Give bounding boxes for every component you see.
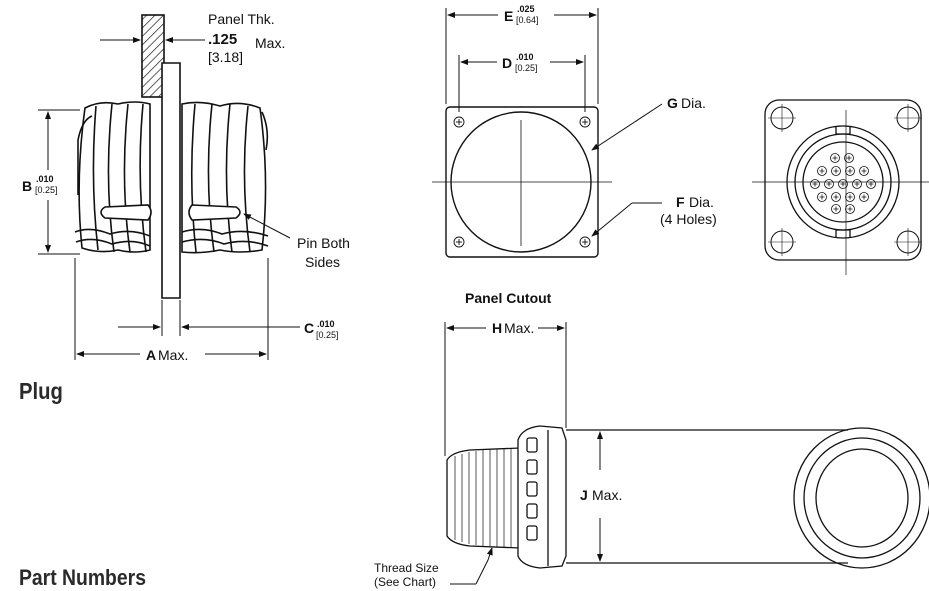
j-letter: J — [580, 487, 588, 503]
panel-section — [141, 14, 165, 98]
panel-thk-value: .125 — [208, 31, 237, 48]
g-text: Dia. — [681, 95, 706, 111]
a-letter: A — [146, 347, 156, 363]
contact-pin-mark — [826, 181, 832, 187]
d-tol: .010 — [516, 52, 534, 62]
contact-pin — [838, 179, 848, 189]
f-letter: F — [676, 194, 685, 210]
h-letter: H — [492, 320, 502, 336]
connector-side-view — [446, 425, 929, 569]
panel-thk-label: Panel Thk. — [208, 11, 275, 27]
contact-pin — [859, 192, 869, 202]
contact-pin-mark — [854, 181, 860, 187]
c-letter: C — [304, 320, 314, 336]
part-numbers-heading: Part Numbers — [19, 565, 146, 590]
plug-drawing — [74, 14, 269, 299]
contact-pin — [859, 166, 869, 176]
plug-heading: Plug — [19, 378, 63, 404]
a-max: Max. — [158, 347, 188, 363]
pin-left — [100, 204, 152, 221]
c-tol-metric: [0.25] — [316, 330, 339, 340]
f-holes: (4 Holes) — [660, 211, 717, 227]
cutout-dimensions — [445, 8, 663, 237]
e-tol: .025 — [517, 4, 535, 14]
contact-pin — [852, 179, 862, 189]
pin-line2: Sides — [305, 254, 340, 270]
b-letter: B — [22, 178, 32, 194]
contact-pin — [831, 166, 841, 176]
contact-pin — [866, 179, 876, 189]
contact-pin-mark — [868, 181, 874, 187]
contact-pin — [844, 153, 854, 163]
contact-pin-mark — [819, 194, 825, 200]
contact-pin-mark — [847, 194, 853, 200]
panel-cutout-heading: Panel Cutout — [465, 290, 552, 306]
contact-pin-mark — [861, 194, 867, 200]
e-letter: E — [504, 8, 513, 24]
contact-pin-mark — [833, 206, 839, 212]
contact-pin — [831, 204, 841, 214]
pin-line1: Pin Both — [297, 235, 350, 251]
d-tol-metric: [0.25] — [515, 63, 538, 73]
panel-cutout-drawing — [432, 106, 612, 258]
panel-thk-metric: [3.18] — [208, 49, 243, 65]
contact-pin-mark — [847, 206, 853, 212]
contact-pins — [810, 153, 876, 214]
contact-pin — [845, 192, 855, 202]
f-text: Dia. — [689, 194, 714, 210]
h-text: Max. — [504, 320, 534, 336]
contact-pin — [831, 192, 841, 202]
contact-pin — [830, 153, 840, 163]
panel-plate — [161, 62, 181, 299]
receptacle-front-view — [752, 99, 929, 275]
b-tol-metric: [0.25] — [35, 185, 58, 195]
contact-pin — [817, 166, 827, 176]
contact-pin-mark — [846, 155, 852, 161]
contact-pin-mark — [847, 168, 853, 174]
thread-body-left — [74, 101, 152, 253]
side-dimensions — [444, 322, 603, 585]
contact-pin-mark — [832, 155, 838, 161]
contact-pin — [810, 179, 820, 189]
b-tol: .010 — [36, 174, 54, 184]
j-text: Max. — [592, 487, 622, 503]
pin-right — [188, 204, 241, 221]
thread-line2: (See Chart) — [374, 575, 436, 589]
contact-pin-mark — [819, 168, 825, 174]
contact-pin — [817, 192, 827, 202]
contact-pin — [845, 204, 855, 214]
contact-pin-mark — [840, 181, 846, 187]
g-letter: G — [667, 95, 678, 111]
contact-pin-mark — [833, 194, 839, 200]
c-tol: .010 — [317, 319, 335, 329]
mount-hole-icons — [453, 116, 591, 248]
contact-pin-mark — [861, 168, 867, 174]
contact-pin-mark — [833, 168, 839, 174]
contact-pin — [845, 166, 855, 176]
contact-pin — [824, 179, 834, 189]
d-letter: D — [502, 55, 512, 71]
thread-line1: Thread Size — [374, 561, 439, 575]
e-tol-metric: [0.64] — [516, 15, 539, 25]
contact-pin-mark — [812, 181, 818, 187]
plug-dimensions — [38, 37, 300, 360]
panel-thk-max: Max. — [255, 35, 285, 51]
thread-body-right — [181, 101, 269, 254]
